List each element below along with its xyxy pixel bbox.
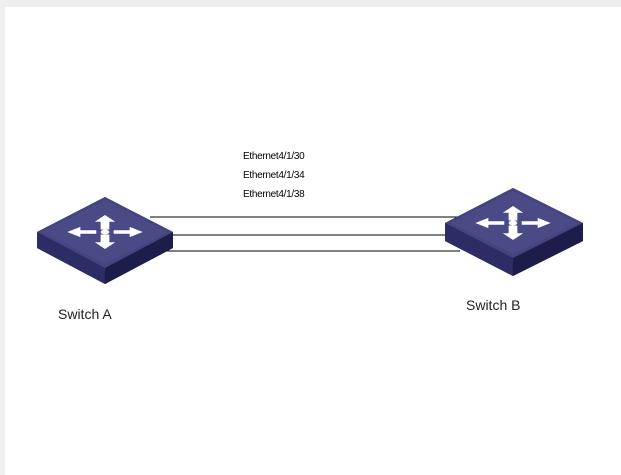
switch-a-label: Switch A — [58, 306, 112, 322]
switch-b-icon — [445, 188, 583, 276]
frame-top-border — [0, 0, 621, 7]
port-label-2: Ethernet4/1/34 — [243, 170, 305, 181]
port-label-3: Ethernet4/1/38 — [243, 189, 305, 200]
switch-b-label: Switch B — [466, 297, 521, 313]
port-label-1: Ethernet4/1/30 — [243, 151, 305, 162]
switch-a-icon — [37, 197, 173, 284]
frame-left-border — [0, 0, 5, 475]
